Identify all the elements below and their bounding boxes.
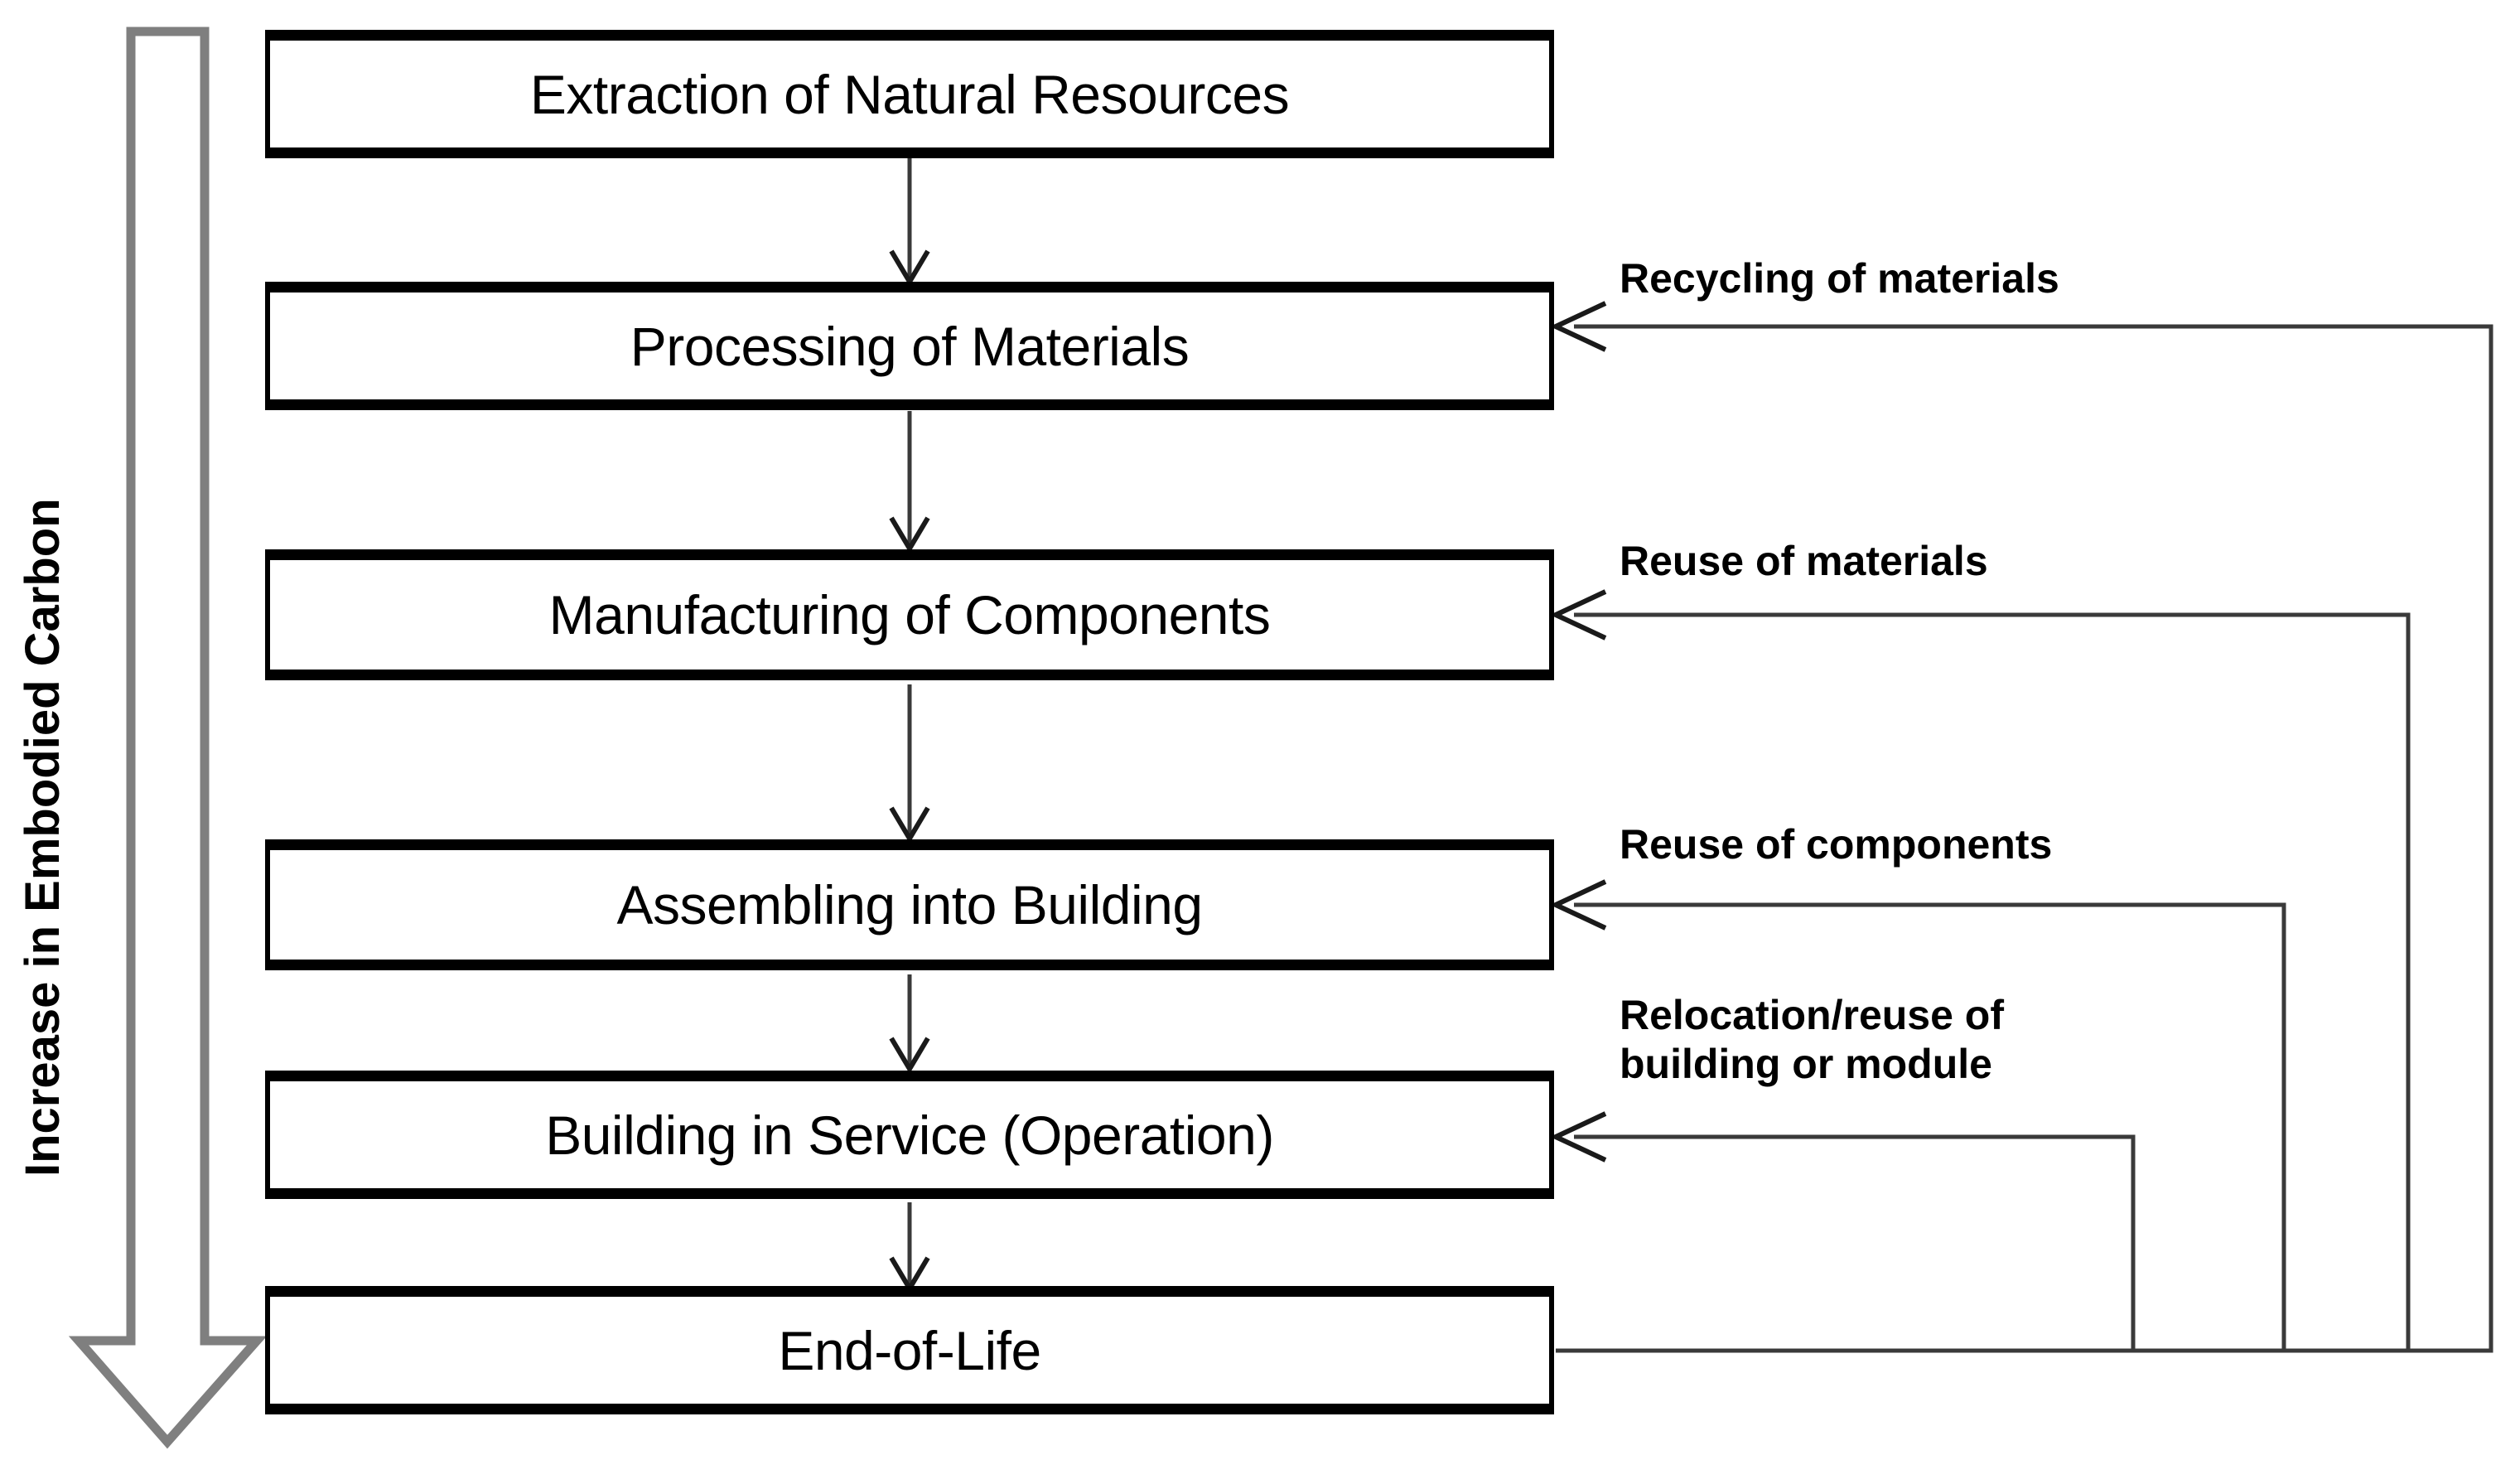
arrowhead-down-assembling (889, 806, 930, 844)
arrowhead-left-operation (1549, 1111, 1607, 1163)
stage-label-processing: Processing of Materials (630, 315, 1190, 377)
loop-path-reuse-of-components (1556, 902, 2286, 1353)
stage-label-manufacturing: Manufacturing of Components (548, 584, 1271, 645)
stage-box-processing[interactable]: Processing of Materials (265, 282, 1554, 410)
arrowhead-left-processing (1549, 301, 1607, 352)
arrowhead-left-assembling (1549, 879, 1607, 931)
stage-box-end-of-life[interactable]: End-of-Life (265, 1286, 1554, 1414)
increase-embodied-carbon-arrow (68, 27, 268, 1449)
stage-box-operation[interactable]: Building in Service (Operation) (265, 1071, 1554, 1199)
loop-label-recycling-of-materials: Recycling of materials (1620, 255, 2059, 302)
axis-label-increase-embodied-carbon: Increase in Embodied Carbon (16, 498, 70, 1177)
loop-label-relocation-reuse-of-building: Relocation/reuse of building or module (1620, 992, 2004, 1087)
stage-box-assembling[interactable]: Assembling into Building (265, 839, 1554, 970)
arrowhead-down-operation (889, 1037, 930, 1074)
loop-path-relocation-reuse-of-building (1556, 1134, 2136, 1353)
arrowhead-down-manufacturing (889, 516, 930, 554)
loop-path-reuse-of-materials (1556, 612, 2411, 1353)
stage-box-extraction[interactable]: Extraction of Natural Resources (265, 30, 1554, 158)
stage-label-operation: Building in Service (Operation) (545, 1104, 1274, 1166)
stage-label-extraction: Extraction of Natural Resources (529, 63, 1290, 125)
arrowhead-left-manufacturing (1549, 589, 1607, 641)
loop-label-reuse-of-materials: Reuse of materials (1620, 538, 1988, 584)
stage-label-assembling: Assembling into Building (616, 874, 1203, 935)
stage-label-end-of-life: End-of-Life (778, 1319, 1041, 1381)
loop-label-reuse-of-components: Reuse of components (1620, 821, 2053, 868)
stage-box-manufacturing[interactable]: Manufacturing of Components (265, 549, 1554, 680)
